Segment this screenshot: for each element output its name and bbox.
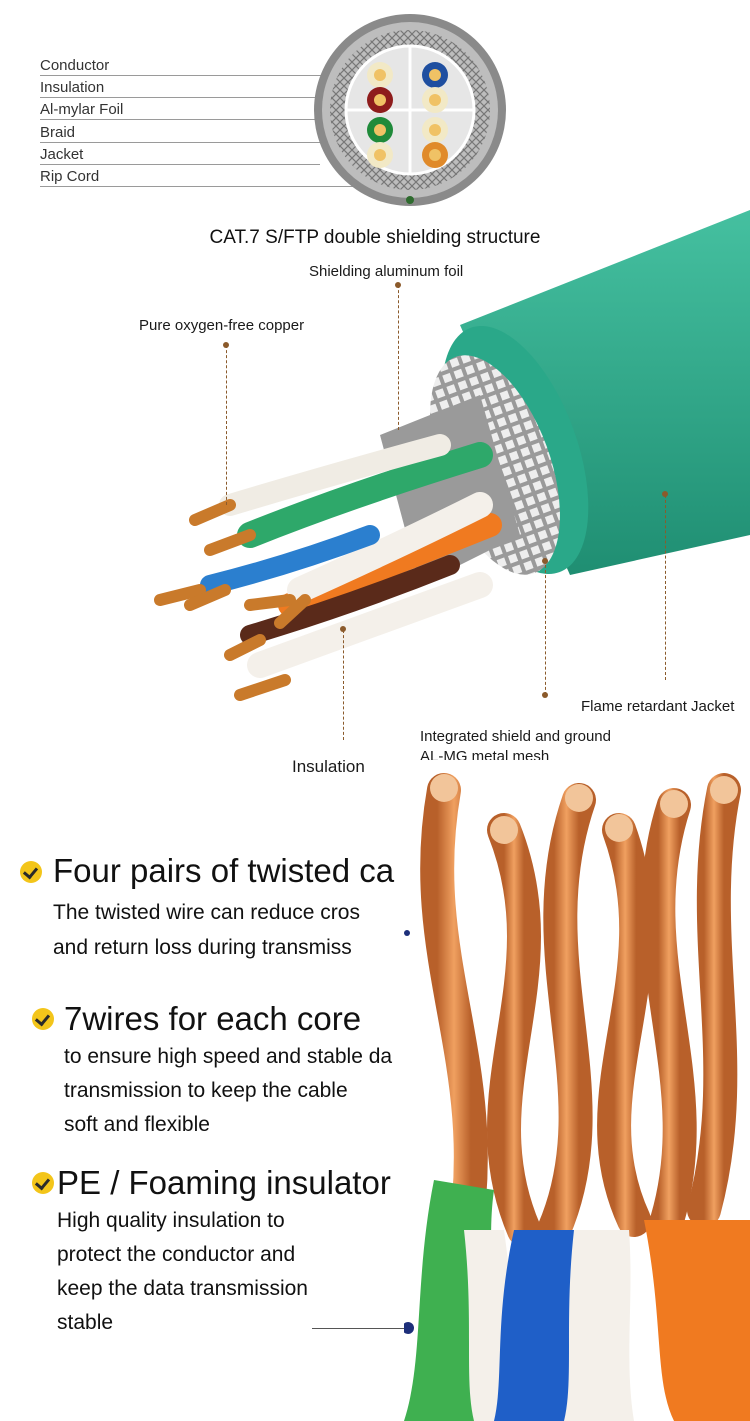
cable-diagram-image (154, 210, 750, 701)
feature-desc-line: transmission to keep the cable (64, 1079, 348, 1102)
callout-dot (223, 342, 229, 348)
feature-desc-line: soft and flexible (64, 1113, 210, 1136)
legend-leader-line (40, 186, 410, 187)
legend-leader-line (40, 75, 380, 76)
feature-title: 7wires for each core (64, 1000, 362, 1037)
check-icon (32, 1172, 54, 1194)
callout-line (226, 345, 227, 505)
callout-insulation: Insulation (292, 757, 365, 776)
feature-desc-line: stable (57, 1311, 114, 1334)
marker-dot (404, 930, 410, 936)
feature-title: PE / Foaming insulator (57, 1164, 391, 1201)
legend-conductor: Conductor (40, 57, 110, 74)
callout-line (343, 630, 344, 740)
callout-shielding-foil: Shielding aluminum foil (309, 263, 464, 280)
callout-dot (340, 626, 346, 632)
callout-line (545, 565, 546, 695)
feature-desc-line: keep the data transmission (57, 1277, 308, 1300)
legend-jacket: Jacket (40, 146, 84, 163)
feature-desc-line: The twisted wire can reduce cros (53, 901, 360, 924)
structure-title: CAT.7 S/FTP double shielding structure (209, 227, 541, 248)
legend-leader-line (40, 97, 370, 98)
leader-line (312, 1328, 404, 1329)
callout-dot (395, 282, 401, 288)
feature-desc-line: High quality insulation to (57, 1209, 285, 1232)
legend-insulation: Insulation (40, 79, 105, 96)
callout-dot (542, 692, 548, 698)
feature-title: Four pairs of twisted ca (53, 852, 395, 889)
callout-dot (662, 491, 668, 497)
check-icon (32, 1008, 54, 1030)
callout-line (665, 495, 666, 680)
legend-leader-line (40, 119, 360, 120)
feature-desc-line: and return loss during transmiss (53, 936, 352, 959)
callout-flame-retardant-jacket: Flame retardant Jacket (581, 698, 735, 715)
feature-desc-line: to ensure high speed and stable da (64, 1045, 393, 1068)
callout-line (398, 285, 399, 430)
legend-leader-line (40, 142, 370, 143)
cable-cross-section-image (314, 14, 506, 206)
callout-integrated-shield: Integrated shield and ground (420, 728, 611, 745)
legend-braid: Braid (40, 124, 76, 141)
feature-desc-line: protect the conductor and (57, 1243, 296, 1266)
legend-al-mylar-foil: Al-mylar Foil (40, 101, 124, 118)
legend-rip-cord: Rip Cord (40, 168, 100, 185)
twisted-copper-wires-image (404, 760, 750, 1421)
legend-leader-line (40, 164, 320, 165)
check-icon (20, 861, 42, 883)
callout-dot (542, 558, 548, 564)
callout-oxygen-free-copper: Pure oxygen-free copper (139, 317, 305, 334)
